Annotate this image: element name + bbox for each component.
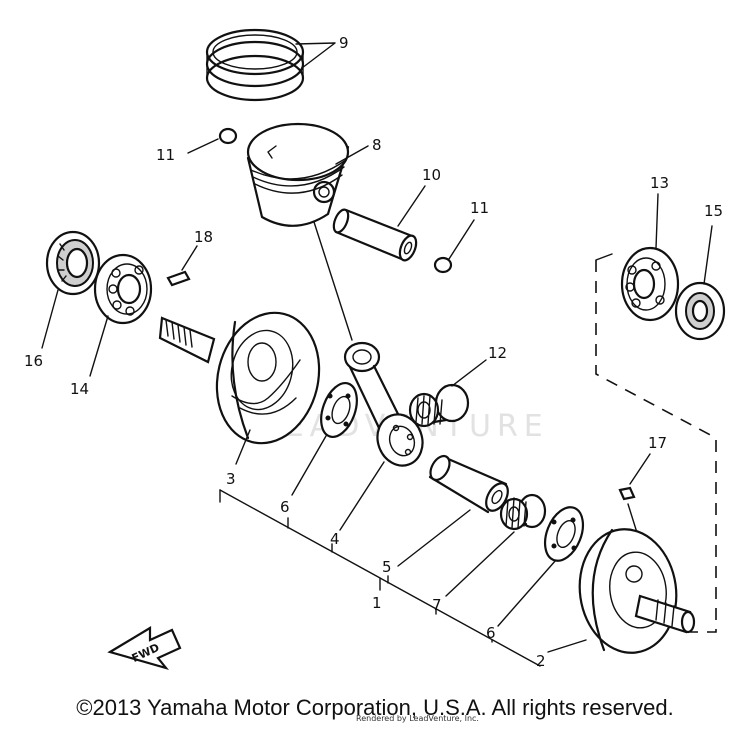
- woodruff-key-right: [618, 486, 636, 501]
- leader-13: [655, 193, 659, 249]
- leader-3: [235, 429, 251, 465]
- leader-6b: [497, 559, 557, 627]
- callout-4: 4: [330, 530, 340, 548]
- callout-16: 16: [24, 352, 43, 370]
- crank-pin: [428, 454, 509, 514]
- leader-12: [451, 359, 487, 387]
- woodruff-key: [166, 270, 191, 287]
- callout-15: 15: [704, 202, 723, 220]
- oil-seal-right: [674, 281, 726, 341]
- leader-10: [397, 185, 426, 227]
- assembly-bracket-1: [219, 489, 541, 667]
- assembly-line-piston: [313, 221, 353, 341]
- piston-pin-clip-right: [433, 256, 453, 274]
- small-end-bearing: [408, 383, 470, 428]
- leader-8: [335, 145, 369, 165]
- leader-18: [181, 245, 198, 271]
- callout-6a: 6: [280, 498, 290, 516]
- callout-1: 1: [372, 594, 382, 612]
- callout-8: 8: [372, 136, 382, 154]
- piston-pin-clip-left: [218, 127, 238, 145]
- connecting-rod: [343, 341, 424, 467]
- leader-15: [703, 225, 713, 285]
- callout-9: 9: [339, 34, 349, 52]
- callout-12: 12: [488, 344, 507, 362]
- callout-11b: 11: [470, 199, 489, 217]
- leader-2: [547, 639, 587, 653]
- leader-14: [89, 315, 109, 377]
- thrust-washer-left: [320, 382, 358, 438]
- crank-right: [578, 528, 696, 654]
- piston-rings: [205, 28, 305, 102]
- callout-2: 2: [536, 652, 546, 670]
- leader-11b: [448, 219, 475, 260]
- rendered-by-text: Rendered by LeadVenture, Inc.: [356, 714, 479, 723]
- fwd-arrow-icon: FWD: [107, 626, 182, 671]
- leader-16: [41, 289, 59, 349]
- leader-6a: [291, 435, 327, 496]
- leader-11a: [187, 138, 219, 154]
- callout-11a: 11: [156, 146, 175, 164]
- callout-5: 5: [382, 558, 392, 576]
- assembly-bracket-right-top: [595, 253, 613, 261]
- leader-17: [629, 453, 651, 485]
- big-end-bearing: [499, 493, 547, 531]
- piston: [246, 122, 350, 227]
- callout-7: 7: [432, 596, 442, 614]
- callout-13: 13: [650, 174, 669, 192]
- piston-pin: [332, 208, 418, 262]
- thrust-washer-right: [543, 506, 585, 562]
- leader-4: [339, 461, 385, 531]
- copyright-text: ©2013 Yamaha Motor Corporation, U.S.A. A…: [76, 695, 674, 720]
- callout-10: 10: [422, 166, 441, 184]
- assembly-bracket-right: [595, 260, 717, 633]
- crank-left: [158, 311, 321, 445]
- leader-9: [295, 42, 336, 69]
- leader-5: [397, 509, 471, 567]
- callout-17: 17: [648, 434, 667, 452]
- callout-6b: 6: [486, 624, 496, 642]
- callout-18: 18: [194, 228, 213, 246]
- oil-seal-left: [45, 230, 101, 296]
- crank-bearing-left: [93, 253, 153, 325]
- crank-bearing-right: [620, 246, 680, 322]
- callout-3: 3: [226, 470, 236, 488]
- leader-7: [445, 531, 515, 597]
- callout-14: 14: [70, 380, 89, 398]
